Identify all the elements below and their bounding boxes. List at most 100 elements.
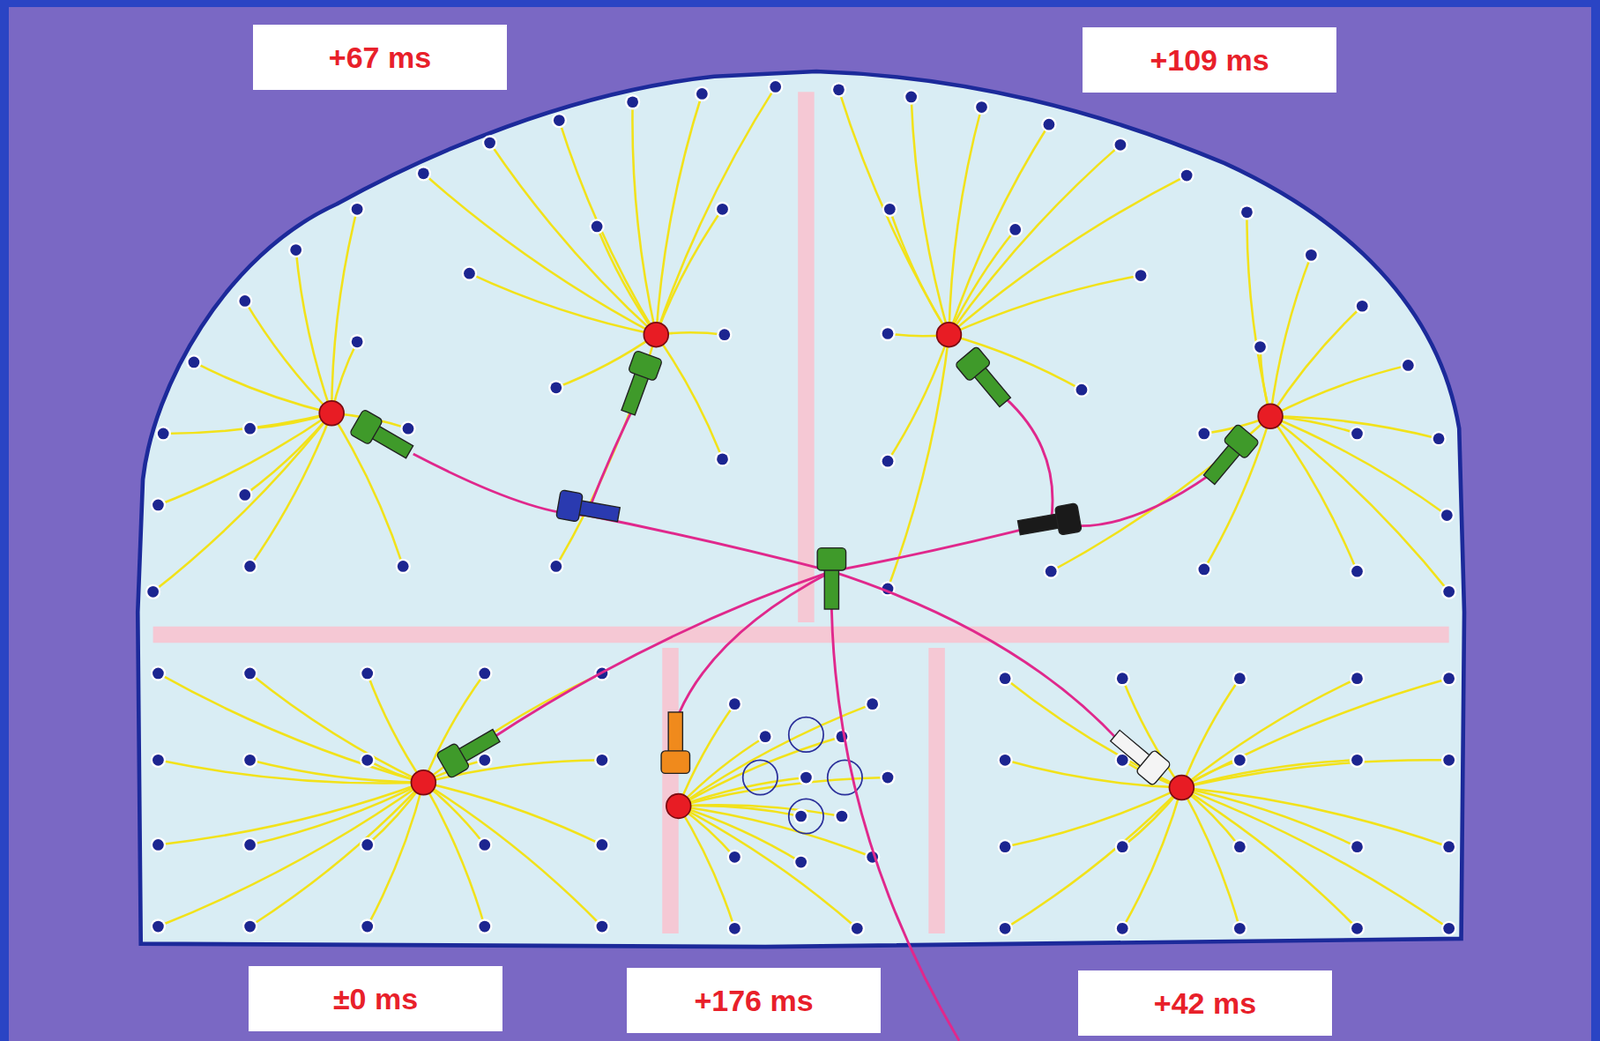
sensor-wire — [250, 759, 425, 782]
empty-position — [827, 759, 863, 795]
sensor-dot — [1441, 670, 1457, 686]
sensor-wire — [1270, 305, 1362, 417]
sensor-dot — [1232, 670, 1248, 686]
zone-divider — [153, 626, 1450, 644]
sensor-dot — [1349, 425, 1365, 441]
sensor-dot — [349, 201, 365, 217]
sensor-dot — [395, 558, 411, 574]
sensor-wire — [490, 142, 657, 335]
cable-connector — [436, 723, 504, 780]
hub-point — [1168, 775, 1194, 801]
sensor-wire — [423, 173, 656, 335]
sensor-dot — [879, 326, 895, 342]
sensor-wire — [1181, 759, 1449, 788]
hub-point — [643, 322, 669, 348]
sensor-wire — [1270, 416, 1357, 572]
zone-divider — [662, 647, 679, 934]
sensor-dot — [997, 670, 1013, 686]
sensor-dot — [716, 327, 732, 343]
zone-divider — [928, 647, 946, 934]
sensor-wire — [1050, 416, 1271, 572]
sensor-dot — [1349, 752, 1365, 768]
sensor-wire — [1204, 416, 1271, 570]
sensor-wire — [331, 208, 358, 414]
sensor-wire — [1270, 416, 1450, 592]
sensor-dot — [150, 497, 166, 513]
sensor-dot — [1430, 431, 1446, 447]
sensor-dot — [1115, 921, 1131, 937]
trunk-cable — [587, 515, 833, 573]
sensor-dot — [145, 584, 161, 600]
sensor-wire — [157, 673, 424, 783]
sensor-dot — [1354, 298, 1370, 314]
sensor-dot — [793, 808, 809, 824]
sensor-wire — [1181, 678, 1240, 789]
sensor-wire — [157, 759, 424, 783]
sensor-wire — [911, 96, 950, 335]
sensor-dot — [997, 752, 1013, 768]
sensor-wire — [1181, 788, 1449, 930]
sensor-dot — [548, 558, 564, 574]
empty-position — [788, 717, 824, 752]
sensor-wire — [250, 673, 425, 783]
sensor-wire — [1270, 416, 1447, 515]
sensor-dot — [1349, 921, 1365, 937]
sensor-wire — [1270, 416, 1357, 434]
delay-time: +176 ms — [693, 983, 813, 1019]
sensor-wire — [245, 300, 332, 413]
sensor-dot — [864, 696, 880, 712]
cable-connector — [1016, 503, 1082, 543]
sensor-dot — [879, 769, 895, 785]
sensor-dot — [476, 918, 492, 934]
sensor-dot — [1303, 247, 1319, 263]
sensor-wire — [423, 673, 603, 783]
sensor-wire — [1122, 788, 1182, 930]
sensor-dot — [1178, 167, 1194, 183]
sensor-dot — [1439, 507, 1455, 523]
sensor-dot — [1196, 425, 1212, 441]
sensor-wire — [838, 89, 949, 335]
sensor-dot — [831, 81, 847, 97]
sensor-dot — [242, 665, 258, 681]
sensor-dot — [903, 89, 919, 105]
sensor-wire — [558, 120, 656, 335]
delay-time: +42 ms — [1153, 986, 1257, 1021]
hub-point — [1257, 403, 1283, 429]
sensor-dot — [1232, 752, 1248, 768]
sensor-dot — [359, 918, 375, 934]
sensor-dot — [1112, 137, 1128, 153]
sensor-dot — [237, 293, 253, 309]
sensor-dot — [1115, 839, 1131, 855]
sensor-dot — [359, 752, 375, 768]
sensor-dot — [359, 665, 375, 681]
delay-time: +109 ms — [1149, 43, 1269, 78]
sensor-dot — [150, 837, 166, 853]
region-outline — [137, 71, 1465, 947]
sensor-dot — [1349, 670, 1365, 686]
sensor-wire — [423, 782, 484, 846]
trunk-cable — [831, 522, 1051, 573]
sensor-dot — [1196, 561, 1212, 577]
delay-time: +67 ms — [328, 40, 432, 75]
sensor-wire — [889, 208, 949, 335]
sensor-dot — [1132, 267, 1148, 283]
cable-connector — [954, 346, 1016, 412]
sensor-wire — [153, 413, 333, 593]
sensor-wire — [678, 805, 873, 857]
sensor-dot — [186, 354, 201, 370]
sensor-wire — [1181, 678, 1449, 789]
trunk-cable — [490, 571, 833, 740]
sensor-wire — [296, 250, 333, 414]
sensor-dot — [1400, 357, 1416, 373]
sensor-wire — [948, 175, 1187, 335]
trunk-cable — [831, 571, 1123, 745]
sensor-dot — [1073, 381, 1089, 397]
hub-point — [666, 794, 692, 819]
sensor-dot — [476, 752, 492, 768]
sensor-dot — [727, 696, 743, 712]
sensor-dot — [1252, 339, 1268, 355]
sensor-dot — [1239, 204, 1255, 220]
sensor-wire — [678, 805, 736, 929]
